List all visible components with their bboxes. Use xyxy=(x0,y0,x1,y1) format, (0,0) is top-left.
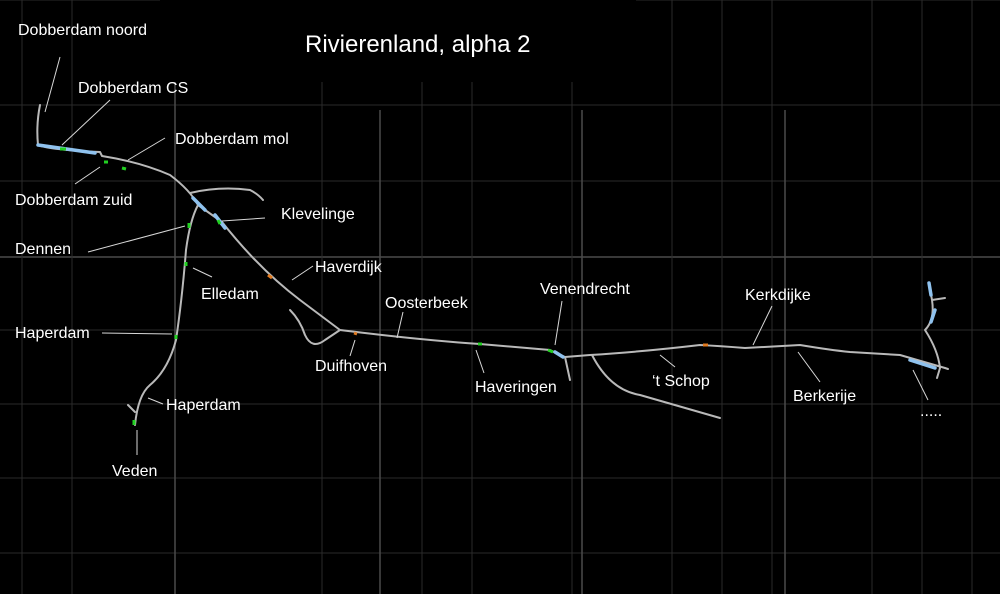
label-oosterbeek: Oosterbeek xyxy=(385,295,469,312)
station-labels: Dobberdam noord Dobberdam CS Dobberdam m… xyxy=(15,22,942,480)
label-dobberdam-mol: Dobberdam mol xyxy=(175,131,289,148)
label-more: ..... xyxy=(920,403,942,420)
label-haperdam-1: Haperdam xyxy=(15,325,90,342)
title-box xyxy=(160,0,636,82)
label-elledam: Elledam xyxy=(201,286,259,303)
label-dobberdam-cs: Dobberdam CS xyxy=(78,80,188,97)
label-haverdijk: Haverdijk xyxy=(315,259,383,276)
label-haperdam-2: Haperdam xyxy=(166,397,241,414)
map-title: Rivierenland, alpha 2 xyxy=(305,31,530,58)
label-duifhoven: Duifhoven xyxy=(315,358,387,375)
label-dobberdam-noord: Dobberdam noord xyxy=(18,22,147,39)
label-haveringen: Haveringen xyxy=(475,379,557,396)
label-kerkdijke: Kerkdijke xyxy=(745,287,811,304)
label-venendrecht: Venendrecht xyxy=(540,281,630,298)
tracks xyxy=(36,104,949,426)
leader-lines xyxy=(44,56,929,455)
label-t-schop: ‘t Schop xyxy=(652,373,710,390)
label-dobberdam-zuid: Dobberdam zuid xyxy=(15,192,132,209)
label-berkerije: Berkerije xyxy=(793,388,856,405)
signals xyxy=(60,147,708,425)
platforms xyxy=(36,143,937,370)
label-veden: Veden xyxy=(112,463,157,480)
label-klevelinge: Klevelinge xyxy=(281,206,355,223)
label-dennen: Dennen xyxy=(15,241,71,258)
